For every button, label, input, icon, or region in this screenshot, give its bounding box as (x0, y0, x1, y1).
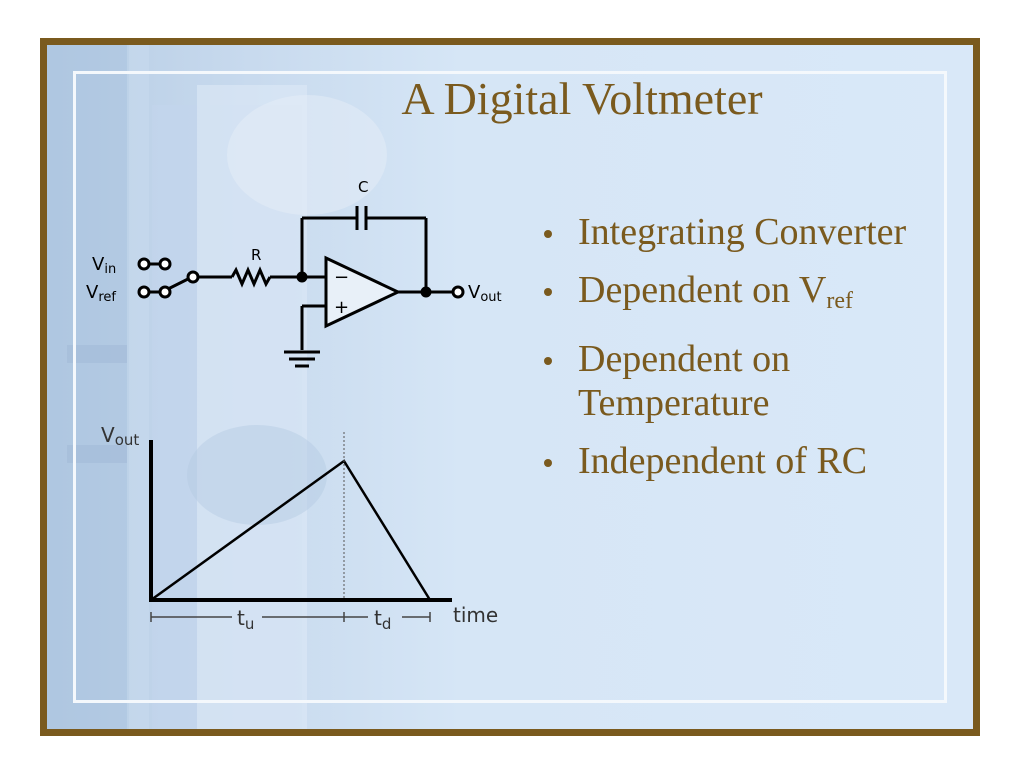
column-decoration (47, 45, 387, 729)
bullet-dot-icon (544, 357, 552, 365)
bullet-item: Dependent on Vref (536, 268, 916, 323)
slide-title: A Digital Voltmeter (401, 73, 763, 124)
bullet-item: Integrating Converter (536, 210, 916, 254)
bullet-dot-icon (544, 459, 552, 467)
bullet-item: Dependent on Temperature (536, 337, 916, 425)
bullet-dot-icon (544, 288, 552, 296)
bullet-dot-icon (544, 230, 552, 238)
bullet-item: Independent of RC (536, 439, 916, 483)
bullet-list: Integrating Converter Dependent on Vref … (536, 210, 916, 497)
